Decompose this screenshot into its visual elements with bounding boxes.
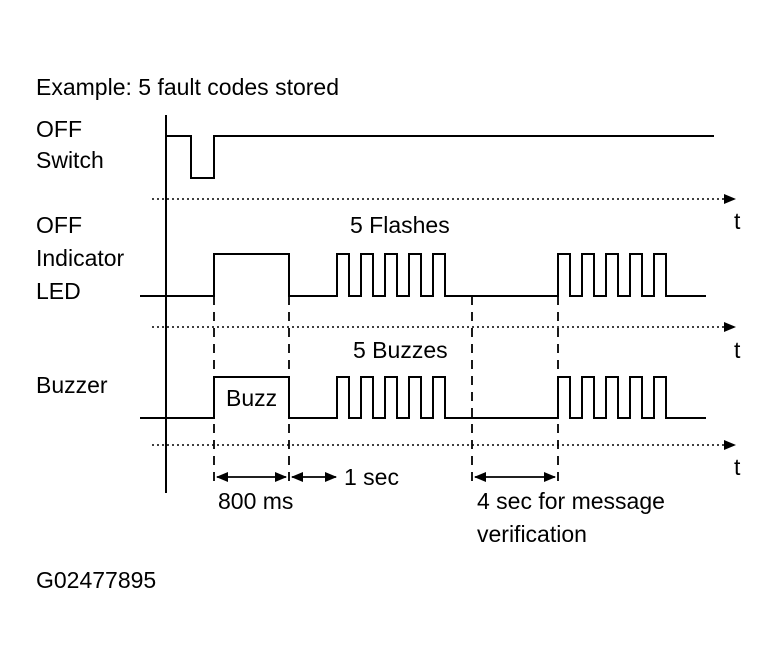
led-axis-t-label: t <box>734 337 741 363</box>
figure-id: G02477895 <box>36 567 156 593</box>
timing-4sec-label-line2: verification <box>477 521 587 547</box>
led-signal-waveform <box>140 253 706 297</box>
timing-800ms-label: 800 ms <box>218 488 293 514</box>
led-label-line1: OFF <box>36 212 82 238</box>
timing-4sec-label-line1: 4 sec for message <box>477 488 665 514</box>
buzz-annotation: Buzz <box>226 385 277 411</box>
buzzer-axis-t-label: t <box>734 454 741 480</box>
switch-label-line2: Switch <box>36 147 104 173</box>
led-label-line3: LED <box>36 278 81 304</box>
switch-label-line1: OFF <box>36 116 82 142</box>
switch-signal-waveform <box>166 135 714 179</box>
buzzer-signal-waveform <box>140 376 706 419</box>
timing-1sec-label: 1 sec <box>344 464 399 490</box>
switch-axis-t-label: t <box>734 208 741 234</box>
flashes-annotation: 5 Flashes <box>350 212 450 238</box>
buzzer-label: Buzzer <box>36 372 108 398</box>
led-label-line2: Indicator <box>36 245 125 271</box>
buzzes-annotation: 5 Buzzes <box>353 337 448 363</box>
diagram-title: Example: 5 fault codes stored <box>36 74 339 100</box>
